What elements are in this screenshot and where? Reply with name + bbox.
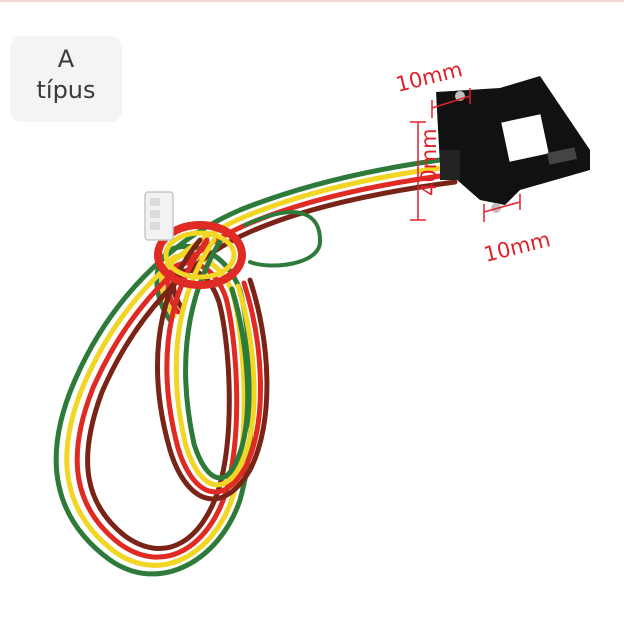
white-connector — [144, 191, 174, 241]
type-label-line1: A — [57, 45, 75, 73]
ribbon-cable — [53, 155, 458, 577]
sensor-board — [436, 76, 590, 213]
type-label: A típus — [10, 36, 122, 122]
cable-knot — [154, 221, 246, 289]
cable-loop-lower — [155, 237, 270, 502]
dimension-height: 40mm — [417, 128, 441, 196]
dimension-top: 10mm — [393, 57, 464, 97]
dimension-annotations — [410, 88, 521, 222]
type-label-line2: típus — [36, 76, 96, 104]
sensor-slot — [501, 114, 549, 162]
loose-wire — [243, 210, 322, 268]
dimension-bottom: 10mm — [481, 227, 552, 267]
